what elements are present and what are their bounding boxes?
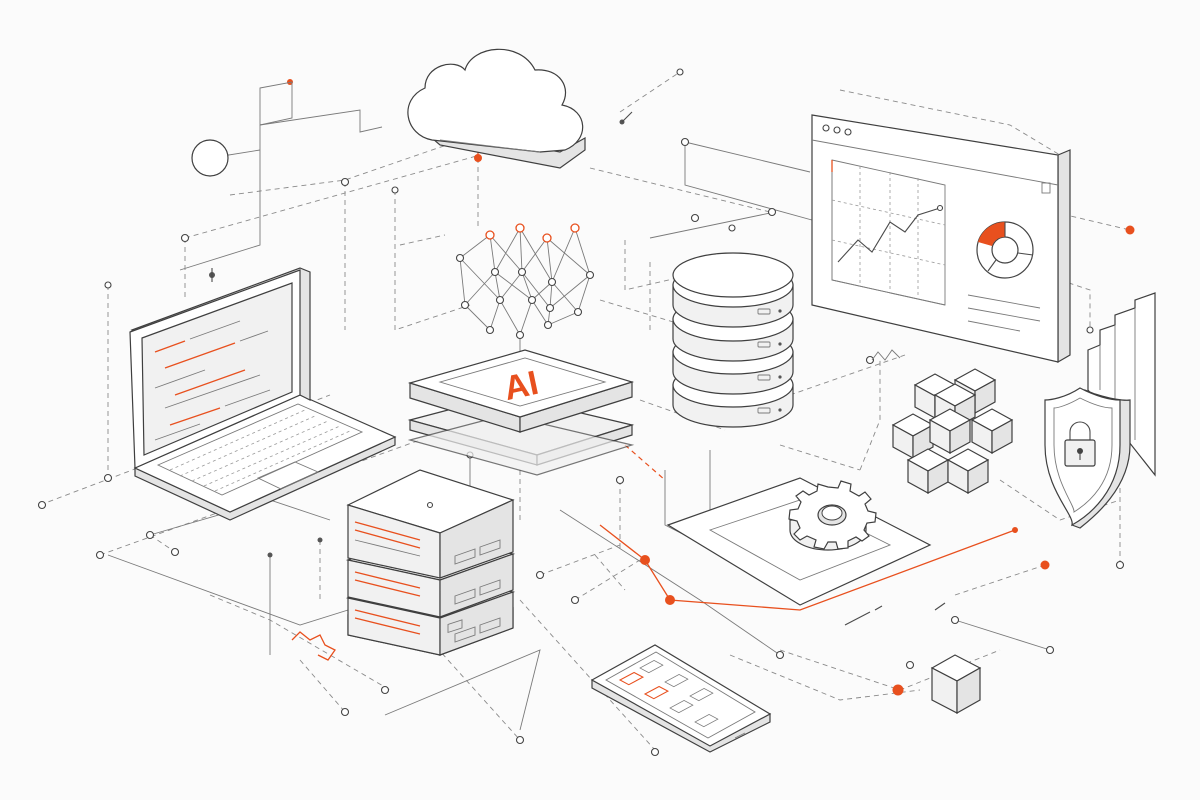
neural-network-icon [455,223,595,360]
decorative-shapes [191,81,946,661]
single-cube-icon [930,654,982,715]
donut-chart-icon [976,221,1034,279]
cube-face [949,418,971,455]
gear-icon [788,480,877,551]
cube-face [991,418,1013,455]
cube-cluster-icon [891,368,1014,495]
code-lines [154,320,271,441]
database-icon [672,252,794,428]
ai-chip-icon: AI [407,349,635,476]
shield-lock-icon [1044,387,1131,529]
laptop-icon [129,267,397,521]
accent-dots [287,79,1135,696]
ai-chip-label: AI [501,364,542,408]
dashboard-window-icon [811,89,1071,364]
smartphone-icon [590,644,772,753]
server-rack-icon [345,469,516,656]
cube-face [967,458,989,495]
bar-steps-icon [1087,292,1156,477]
line-chart-icon [831,159,946,306]
cloud-icon [407,48,586,169]
